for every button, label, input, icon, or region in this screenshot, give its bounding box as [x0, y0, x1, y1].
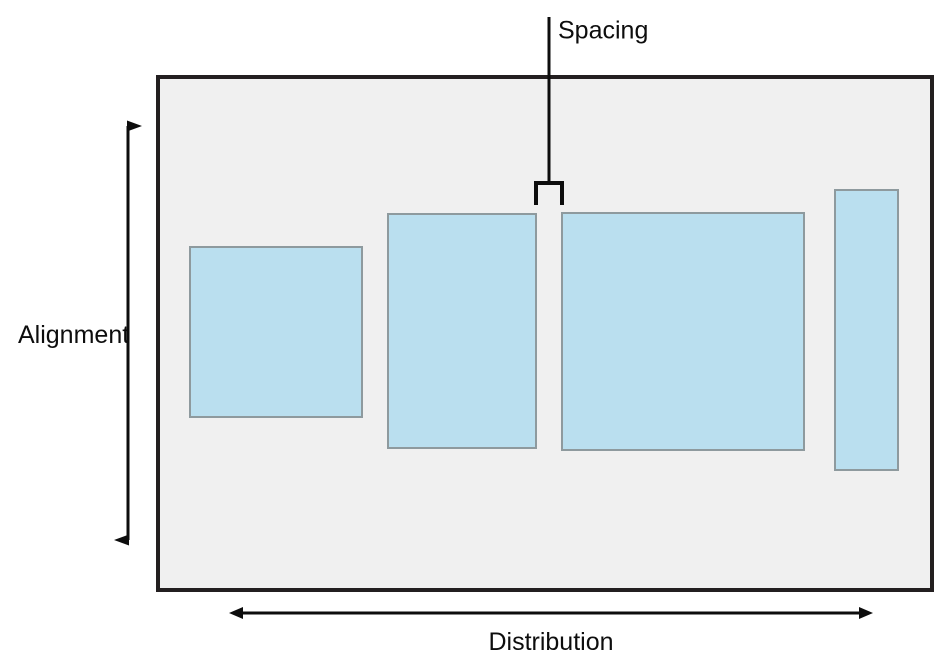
layout-box-2[interactable] [387, 213, 537, 449]
spacing-label: Spacing [558, 17, 648, 45]
alignment-label: Alignment [18, 321, 129, 349]
layout-box-1[interactable] [189, 246, 363, 418]
layout-box-3[interactable] [561, 212, 805, 451]
distribution-label: Distribution [488, 628, 613, 656]
spacing-bracket-icon [534, 181, 564, 205]
spacing-annotation [534, 17, 564, 205]
layout-box-4[interactable] [834, 189, 899, 471]
